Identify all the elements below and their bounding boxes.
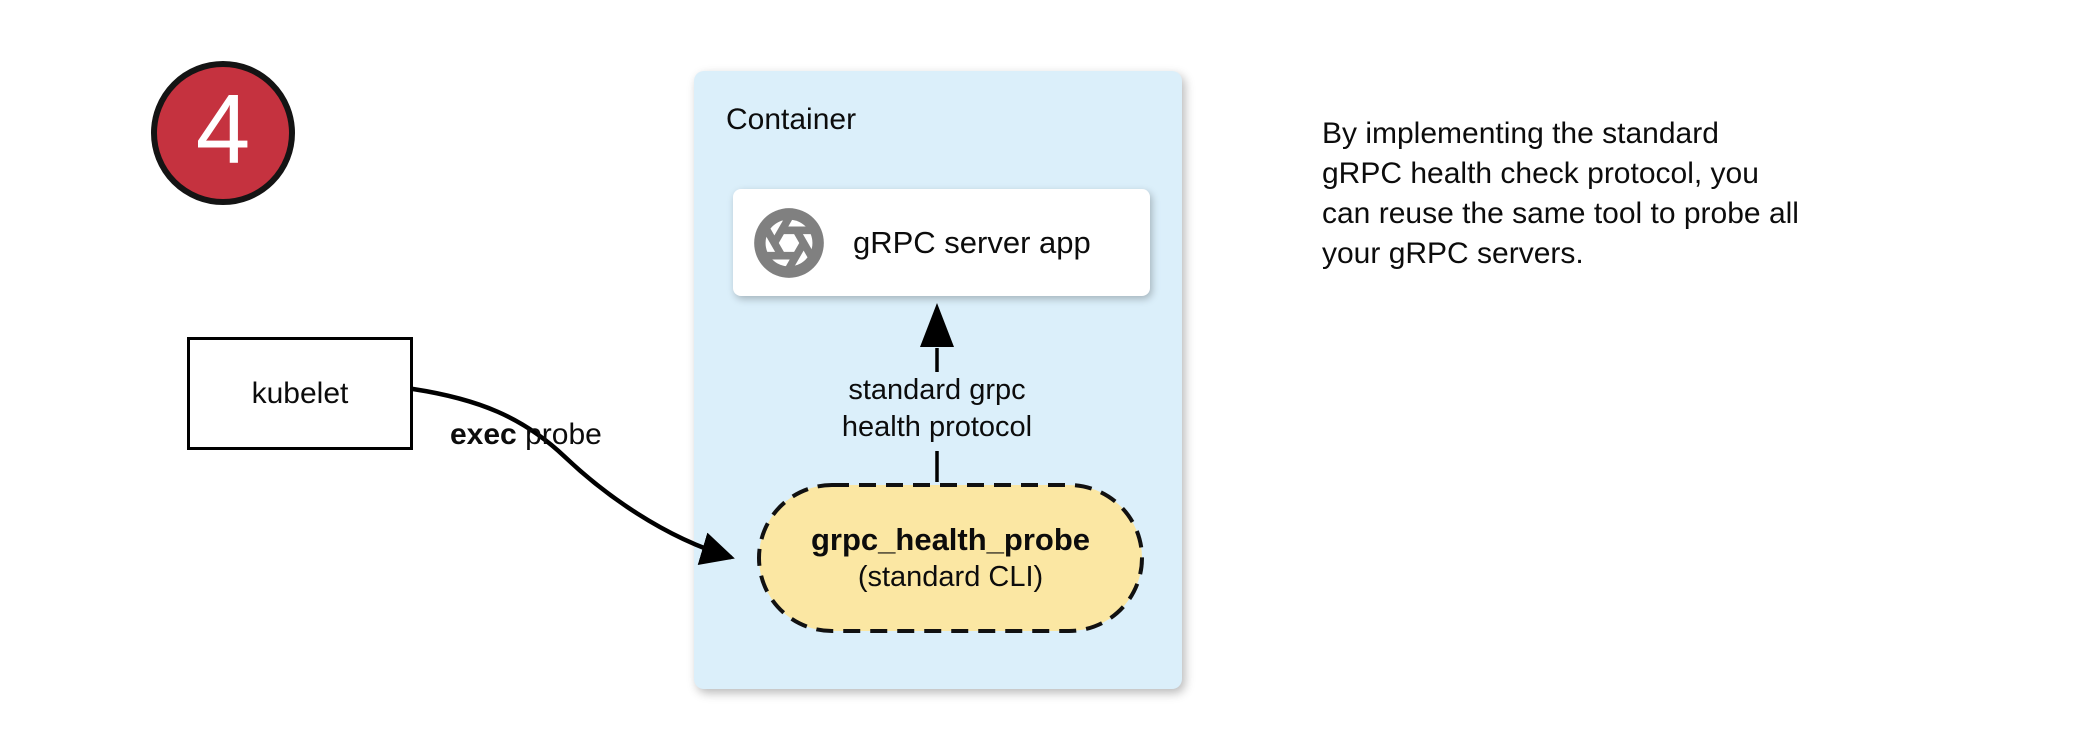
aperture-icon xyxy=(754,207,824,278)
container-title: Container xyxy=(726,103,857,136)
note-line: gRPC health check protocol, you xyxy=(1322,157,1759,190)
exec-probe-label-rest: probe xyxy=(516,418,602,451)
grpc-server-app-node: gRPC server app xyxy=(733,189,1150,296)
health-protocol-edge-label: standard grpc health protocol xyxy=(787,372,1087,446)
note-paragraph: By implementing the standard gRPC health… xyxy=(1322,114,1799,274)
step-number: 4 xyxy=(195,74,251,184)
kubelet-label: kubelet xyxy=(251,376,349,410)
grpc-health-probe-sublabel: (standard CLI) xyxy=(857,561,1044,593)
note-line: By implementing the standard xyxy=(1322,117,1719,150)
exec-probe-edge-label: exec probe xyxy=(450,418,640,452)
health-protocol-line2: health protocol xyxy=(841,411,1033,443)
step-number-badge: 4 xyxy=(151,61,295,205)
note-line: can reuse the same tool to probe all xyxy=(1322,197,1799,230)
exec-probe-arrow xyxy=(410,386,735,565)
grpc-health-probe-label: grpc_health_probe xyxy=(810,522,1091,557)
exec-probe-label-bold: exec xyxy=(450,418,517,451)
grpc-server-app-label: gRPC server app xyxy=(853,224,1091,260)
grpc-health-probe-node: grpc_health_probe (standard CLI) xyxy=(757,483,1144,633)
note-line: your gRPC servers. xyxy=(1322,237,1584,270)
kubelet-node: kubelet xyxy=(187,337,413,450)
health-protocol-line1: standard grpc xyxy=(848,374,1026,406)
